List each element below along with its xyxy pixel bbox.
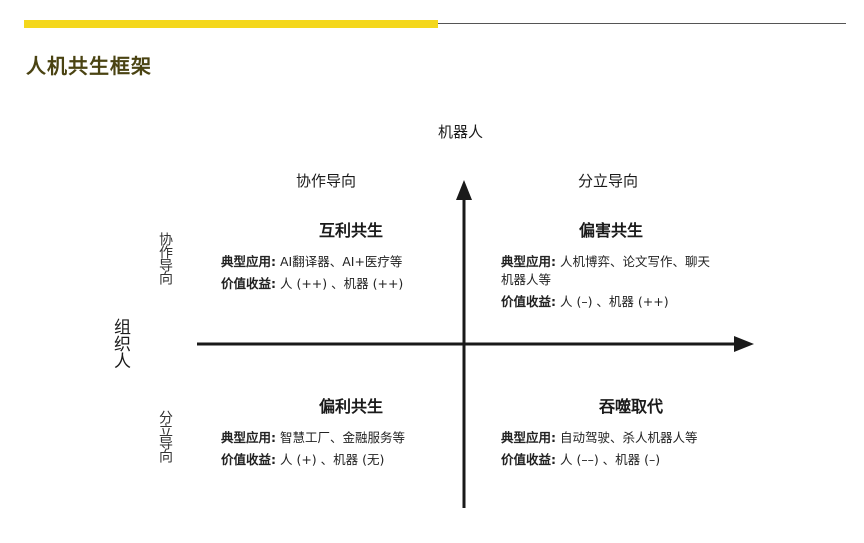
value-benefit: 价值收益: 人 (+) 、机器 (无) xyxy=(221,452,385,467)
left-upper-label: 协作导向 xyxy=(157,232,173,284)
value-benefit: 价值收益: 人 (––) 、机器 (–) xyxy=(501,452,661,467)
top-axis-label: 机器人 xyxy=(438,123,484,141)
quadrant-title: 偏利共生 xyxy=(318,397,383,416)
typical-application: 典型应用: 人机博弈、论文写作、聊天机器人等 xyxy=(501,254,710,287)
quadrant-title: 互利共生 xyxy=(318,221,383,240)
header-accent-bar xyxy=(24,20,438,28)
typical-application: 典型应用: AI翻译器、AI+医疗等 xyxy=(221,254,403,269)
header-divider-line xyxy=(438,23,846,24)
vertical-axis-arrowhead xyxy=(456,180,472,200)
value-benefit: 价值收益: 人 (–) 、机器 (++) xyxy=(501,294,669,309)
top-left-heading: 协作导向 xyxy=(296,172,357,190)
quadrant-bottom-left: 偏利共生 典型应用: 智慧工厂、金融服务等 价值收益: 人 (+) 、机器 (无… xyxy=(221,393,481,473)
horizontal-axis-arrowhead xyxy=(734,336,754,352)
quadrant-top-right: 偏害共生 典型应用: 人机博弈、论文写作、聊天机器人等 价值收益: 人 (–) … xyxy=(501,217,721,315)
quadrant-title: 吞噬取代 xyxy=(598,397,663,416)
left-axis-label: 组织人 xyxy=(110,318,130,369)
top-right-heading: 分立导向 xyxy=(578,172,639,190)
left-lower-label: 分立导向 xyxy=(157,410,173,462)
page-title: 人机共生框架 xyxy=(26,54,152,78)
quadrant-title: 偏害共生 xyxy=(578,221,643,240)
typical-application: 典型应用: 智慧工厂、金融服务等 xyxy=(221,430,405,445)
typical-application: 典型应用: 自动驾驶、杀人机器人等 xyxy=(501,430,698,445)
quadrant-top-left: 互利共生 典型应用: AI翻译器、AI+医疗等 价值收益: 人 (++) 、机器… xyxy=(221,217,481,297)
quadrant-bottom-right: 吞噬取代 典型应用: 自动驾驶、杀人机器人等 价值收益: 人 (––) 、机器 … xyxy=(501,393,761,473)
value-benefit: 价值收益: 人 (++) 、机器 (++) xyxy=(221,276,404,291)
